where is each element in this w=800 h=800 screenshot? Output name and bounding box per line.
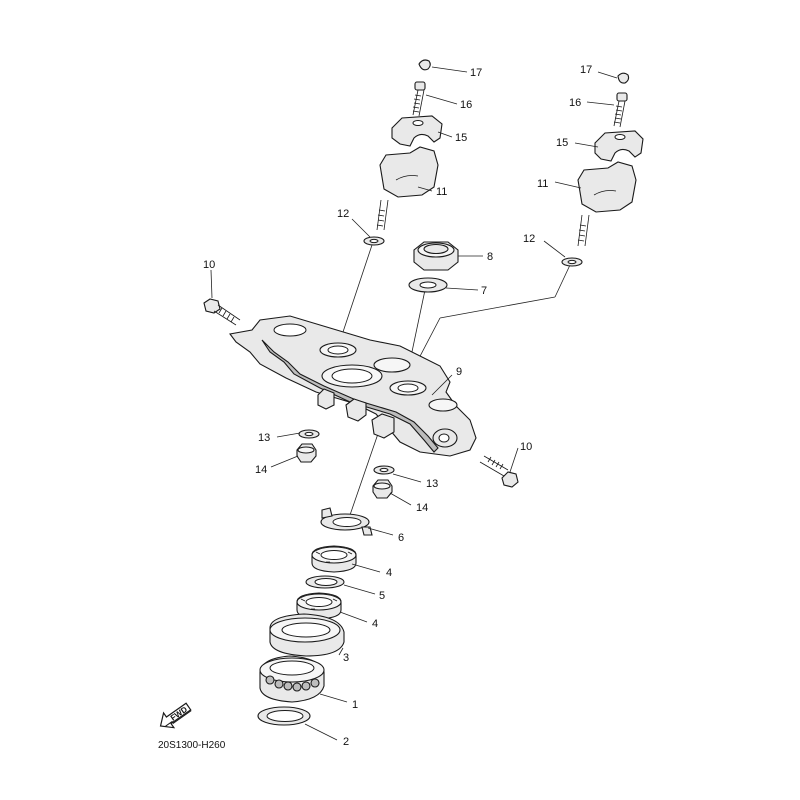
- washer-13-left: [298, 429, 320, 439]
- nut-14-right: [372, 479, 393, 499]
- seal-2: [257, 706, 311, 726]
- callout-15-right: 15: [556, 137, 568, 149]
- callout-11-left: 11: [436, 186, 447, 198]
- rubber-washer-5: [305, 575, 345, 589]
- bearing-balls: [265, 675, 320, 692]
- callout-13-left: 13: [258, 432, 270, 444]
- callout-leaders: [210, 66, 618, 741]
- cover-3: [269, 613, 345, 657]
- pinch-bolt-10-left: [203, 298, 241, 326]
- callout-labels: 17 16 15 11 12 17 16 15 11 12 8 7 10 9 1…: [203, 64, 592, 748]
- washer-7: [408, 277, 448, 293]
- callout-3: 3: [343, 652, 349, 664]
- callout-11-right: 11: [537, 178, 548, 190]
- upper-holder-15-right: [594, 130, 644, 162]
- cap-17-left: [418, 59, 431, 71]
- callout-17-left: 17: [470, 67, 482, 79]
- callout-12-right: 12: [523, 233, 535, 245]
- ring-nut-4-upper: [311, 545, 357, 573]
- callout-2: 2: [343, 736, 349, 748]
- lock-washer-6: [320, 507, 373, 536]
- ring-nut-4-lower: [296, 592, 342, 620]
- callout-14-left: 14: [255, 464, 267, 476]
- callout-10-left: 10: [203, 259, 215, 271]
- callout-8: 8: [487, 251, 493, 263]
- upper-holder-15-left: [391, 115, 443, 147]
- callout-5: 5: [379, 590, 385, 602]
- lower-holder-11-right: [577, 161, 637, 247]
- washer-12-right: [561, 257, 583, 267]
- callout-16-right: 16: [569, 97, 581, 109]
- callout-6: 6: [398, 532, 404, 544]
- lower-holder-11-left: [376, 146, 439, 231]
- pinch-bolt-10-right: [479, 455, 519, 488]
- cap-17-right: [617, 72, 630, 84]
- callout-17-right: 17: [580, 64, 592, 76]
- callout-12-left: 12: [337, 208, 349, 220]
- bolt-16-left: [412, 81, 426, 117]
- callout-9: 9: [456, 366, 462, 378]
- fwd-arrow-icon: FWD: [159, 702, 192, 729]
- bolt-16-right: [613, 92, 628, 128]
- callout-4-upper: 4: [386, 567, 392, 579]
- washer-12-left: [363, 236, 385, 246]
- callout-4-lower: 4: [372, 618, 378, 630]
- upper-bracket-9: [229, 315, 477, 457]
- callout-7: 7: [481, 285, 487, 297]
- stem-nut-8: [413, 241, 459, 271]
- washer-13-right: [373, 465, 395, 475]
- bearing-1: [259, 655, 325, 703]
- callout-13-right: 13: [426, 478, 438, 490]
- callout-10-right: 10: [520, 441, 532, 453]
- nut-14-left: [296, 443, 317, 463]
- callout-15-left: 15: [455, 132, 467, 144]
- callout-16-left: 16: [460, 99, 472, 111]
- callout-14-right: 14: [416, 502, 428, 514]
- diagram-code: 20S1300-H260: [158, 740, 226, 751]
- callout-1: 1: [352, 699, 358, 711]
